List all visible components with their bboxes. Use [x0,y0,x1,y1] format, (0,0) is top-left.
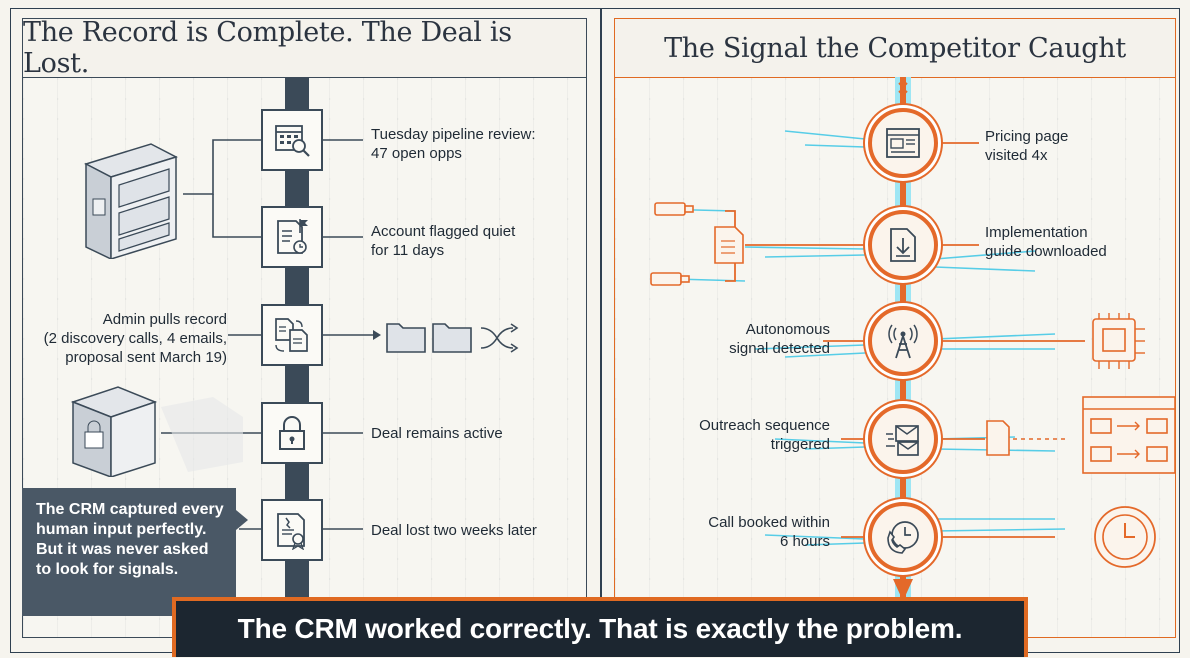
right-panel-title: The Signal the Competitor Caught [615,19,1175,78]
signal-tower-node [868,306,938,376]
label-line: visited 4x [985,147,1048,164]
envelope-send-icon [886,425,919,456]
phone-clock-icon [887,521,919,554]
pricing-page-node [868,108,938,178]
calendar-search-icon [275,125,310,157]
label-line: Account flagged quiet [371,223,516,240]
label-line: Deal lost two weeks later [371,522,537,539]
record-exchange-node [261,304,323,366]
server-rack-icon [84,143,178,259]
label-line: Admin pulls record [102,311,227,328]
label-line: for 11 days [371,242,445,259]
label-line: Implementation [985,224,1088,241]
label-line: 6 hours [779,533,830,550]
document-transfer-icon [275,318,308,352]
locked-vault-icon [70,386,243,477]
step-label-admin-pulls-record: Admin pulls record (2 discovery calls, 4… [37,310,227,367]
label-line: Pricing page [985,128,1069,145]
left-panel-title: The Record is Complete. The Deal is Lost… [23,19,586,79]
panel-divider [600,8,602,653]
step-label-pipeline-review: Tuesday pipeline review: 47 open opps [371,125,536,163]
label-line: guide downloaded [985,243,1107,260]
flag-clock-document-icon [277,219,308,254]
label-line: Deal remains active [371,425,503,442]
label-line: signal detected [729,340,830,357]
certificate-node [261,499,323,561]
label-line: proposal sent March 19) [65,349,227,366]
label-line: Call booked within [708,514,830,531]
label-line: 47 open opps [371,145,462,162]
label-line: Tuesday pipeline review: [371,126,536,143]
step-label-flagged-quiet: Account flagged quiet for 11 days [371,222,515,260]
guide-download-node [868,210,938,280]
step-label-pricing-page: Pricing page visited 4x [985,127,1068,165]
call-booked-node [868,502,938,572]
folders-shuffle-icon [386,323,519,353]
broadcast-tower-icon [888,324,918,359]
label-line: triggered [770,436,830,453]
step-label-deal-lost: Deal lost two weeks later [371,521,537,540]
label-line: Outreach sequence [699,417,830,434]
conclusion-banner: The CRM worked correctly. That is exactl… [172,597,1028,657]
outreach-node [868,404,938,474]
download-document-icon [890,228,916,262]
label-line: (2 discovery calls, 4 emails, [43,330,227,347]
right-panel: The Signal the Competitor Caught [614,18,1176,638]
step-label-deal-active: Deal remains active [371,424,503,443]
browser-window-icon [886,128,920,158]
crm-callout: The CRM captured every human input perfe… [22,488,248,616]
step-label-outreach-triggered: Outreach sequence triggered [655,416,830,454]
label-line: Autonomous [745,321,830,338]
broken-certificate-icon [277,513,305,550]
step-label-call-booked: Call booked within 6 hours [655,513,830,551]
step-label-signal-detected: Autonomous signal detected [655,320,830,358]
calendar-search-node [261,109,323,171]
padlock-node [261,402,323,464]
flagged-document-node [261,206,323,268]
step-label-guide-downloaded: Implementation guide downloaded [985,223,1107,261]
padlock-icon [279,416,305,450]
